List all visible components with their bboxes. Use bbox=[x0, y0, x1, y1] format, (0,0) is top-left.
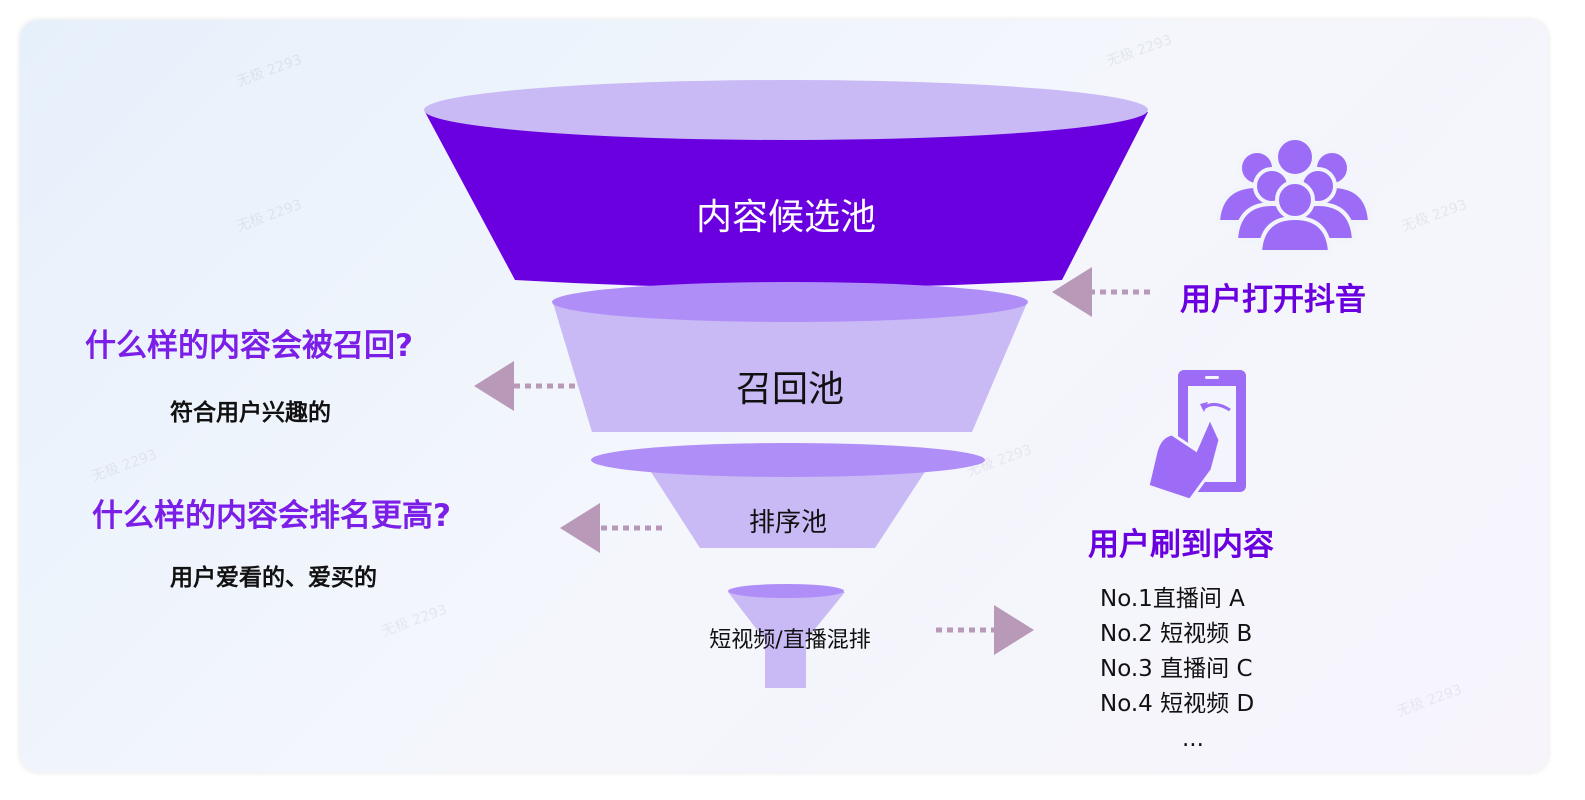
funnel-label-ranking-pool: 排序池 bbox=[748, 508, 828, 538]
funnel-level-3 bbox=[591, 443, 985, 548]
list-item: No.2 短视频 B bbox=[1100, 621, 1253, 647]
recall-answer: 符合用户兴趣的 bbox=[170, 400, 331, 426]
funnel-level-2 bbox=[552, 282, 1028, 432]
list-item: No.1直播间 A bbox=[1100, 586, 1245, 612]
users-group-icon bbox=[1215, 136, 1373, 254]
funnel-level-4 bbox=[728, 584, 845, 688]
ranking-answer: 用户爱看的、爱买的 bbox=[170, 565, 377, 591]
user-swipes-content-label: 用户刷到内容 bbox=[1088, 527, 1274, 563]
feed-result-list: No.1直播间 A No.2 短视频 B No.3 直播间 C No.4 短视频… bbox=[1100, 582, 1254, 757]
ranking-question: 什么样的内容会排名更高? bbox=[92, 498, 451, 534]
funnel-label-mixed-ranking: 短视频/直播混排 bbox=[709, 628, 871, 653]
funnel-label-candidate-pool: 内容候选池 bbox=[695, 197, 877, 238]
list-item: No.4 短视频 D bbox=[1100, 691, 1255, 717]
funnel-level-1 bbox=[424, 80, 1148, 288]
user-opens-app-label: 用户打开抖音 bbox=[1180, 282, 1366, 318]
list-item: ... bbox=[1182, 726, 1204, 752]
phone-swipe-icon bbox=[1146, 370, 1246, 502]
funnel-label-recall-pool: 召回池 bbox=[735, 369, 845, 410]
recall-question: 什么样的内容会被召回? bbox=[85, 328, 413, 364]
list-item: No.3 直播间 C bbox=[1100, 656, 1253, 682]
